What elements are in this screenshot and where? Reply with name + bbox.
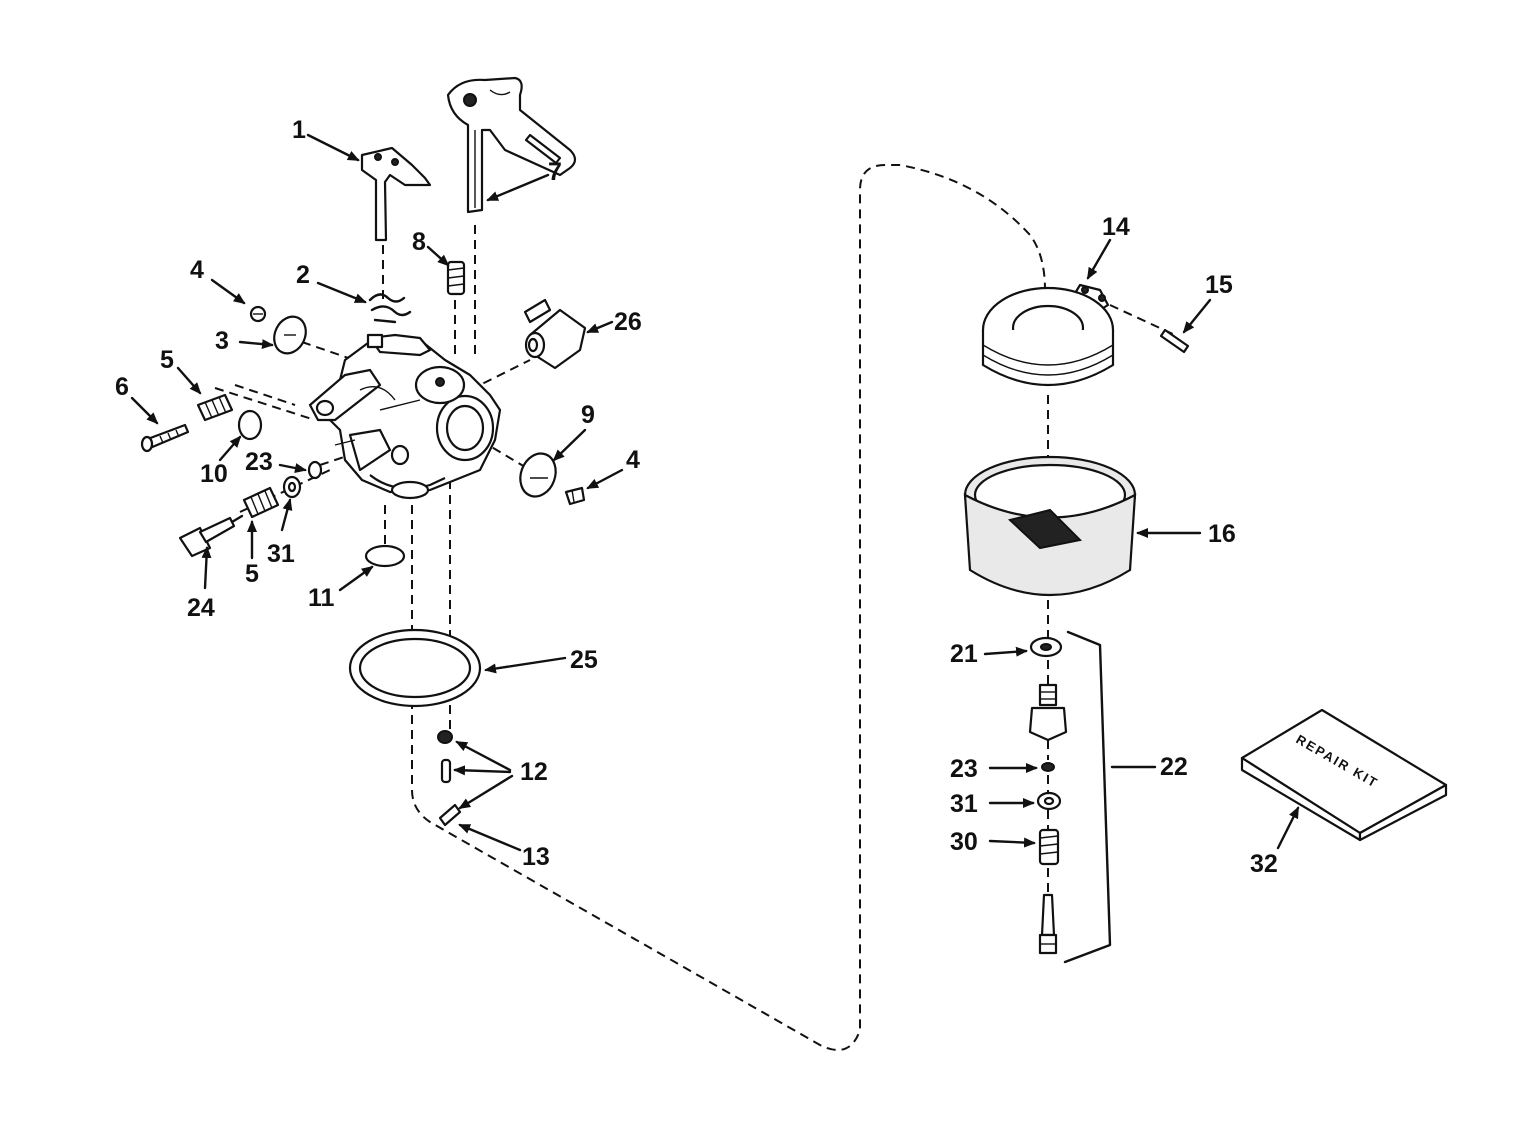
callout-2: 2 [296,261,310,289]
part-15-float-pin [1159,328,1190,354]
part-5-spring-lower [242,486,280,519]
callout-3: 3 [215,327,229,355]
part-8-spring [446,260,466,296]
callout-15: 15 [1205,271,1233,299]
part-31-packing-right [1036,791,1062,811]
callout-26: 26 [614,308,642,336]
part-3-choke-plate [273,315,307,355]
callout-5-upper: 5 [160,346,174,374]
callout-10: 10 [200,460,228,488]
alignment-lines-right [1047,304,1176,895]
part-9-throttle-plate [519,452,557,498]
part-23-washer-right [1041,762,1055,772]
part-24-needle-valve [178,514,244,558]
part-5-spring-upper [196,393,234,422]
callout-23-right: 23 [950,755,978,783]
part-21-washer [1029,636,1063,658]
callout-21: 21 [950,640,978,668]
callout-25: 25 [570,646,598,674]
callout-16: 16 [1208,520,1236,548]
part-12-float-components [437,730,462,827]
part-7-throttle-lever [446,76,577,214]
callout-31-left: 31 [267,540,295,568]
callout-1: 1 [292,116,306,144]
part-26-fuel-inlet [523,298,587,370]
part-30-spring [1038,828,1060,866]
part-10-o-ring [237,409,263,441]
callout-6: 6 [115,373,129,401]
callout-8: 8 [412,228,426,256]
callout-30: 30 [950,828,978,856]
leader-arrows [130,133,1300,852]
callout-9: 9 [581,401,595,429]
carburetor-body [308,333,502,500]
part-4-screw-right [564,486,586,506]
callout-14: 14 [1102,213,1130,241]
callout-4-right: 4 [626,446,640,474]
part-16-float-bowl [963,455,1137,597]
callout-4-left: 4 [190,256,204,284]
callout-24: 24 [187,594,215,622]
part-25-bowl-gasket [348,628,482,708]
callout-7: 7 [548,158,562,186]
callout-12: 12 [520,758,548,786]
callout-labels: 1 7 8 2 4 3 26 5 6 10 23 31 5 24 9 4 11 … [115,116,1278,878]
part-1-choke-shaft [360,146,432,242]
part-32-repair-kit: REPAIR KIT [1240,708,1448,842]
nozzle-body [1028,683,1068,742]
callout-31-right: 31 [950,790,978,818]
callout-32: 32 [1250,850,1278,878]
part-22-bracket [1063,630,1112,964]
callout-22: 22 [1160,753,1188,781]
part-4-screw-left [249,305,267,323]
callout-13: 13 [522,843,550,871]
callout-23-left: 23 [245,448,273,476]
callout-11: 11 [308,584,335,612]
assembly-dashed-outline [411,164,1046,1051]
part-31-packing-left [282,475,302,499]
float [981,286,1115,386]
part-2-spring [368,293,412,324]
part-23-washer-left [307,460,323,480]
part-11-gasket [364,544,406,568]
callout-5-lower: 5 [245,560,259,588]
part-6-adjust-screw [140,423,190,453]
bowl-needle-screw [1038,893,1058,955]
